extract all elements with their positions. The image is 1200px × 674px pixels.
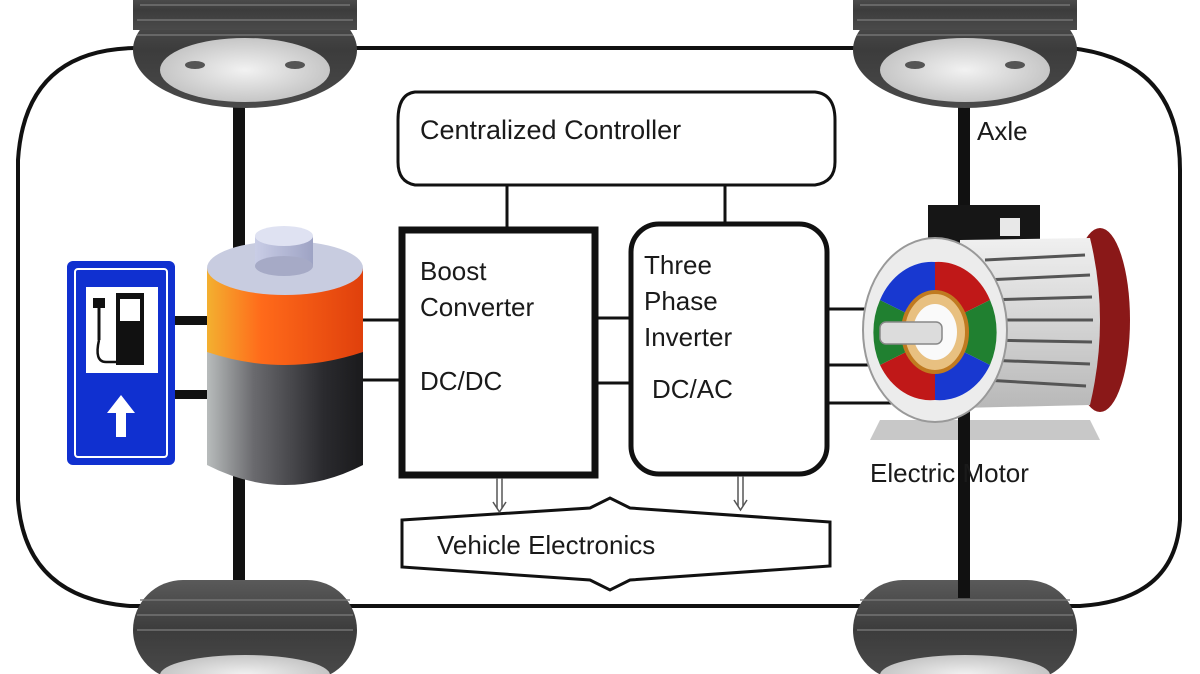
wheel-front-right bbox=[853, 0, 1077, 108]
vehicle-outline bbox=[16, 46, 1182, 608]
charger-to-battery-link-2 bbox=[175, 390, 207, 399]
inverter-label-line1: Three bbox=[644, 250, 712, 280]
charging-station-icon bbox=[67, 261, 175, 465]
motor-shaft bbox=[879, 321, 943, 345]
vehicle-electronics-label: Vehicle Electronics bbox=[437, 530, 655, 560]
wheel-rim bbox=[160, 655, 330, 674]
electric-motor-icon bbox=[862, 205, 1130, 440]
three-phase-inverter-box bbox=[628, 221, 830, 477]
centralized-controller-label: Centralized Controller bbox=[420, 115, 681, 145]
boost-to-electronics-arrow bbox=[492, 478, 507, 514]
boost-converter-box bbox=[398, 226, 599, 479]
vehicle-electronics-box bbox=[400, 496, 832, 592]
right-axle-over-motor bbox=[958, 418, 970, 598]
centralized-controller-box bbox=[396, 90, 837, 187]
inverter-type: DC/AC bbox=[652, 374, 733, 404]
wheel-rim bbox=[880, 655, 1050, 674]
wheel-front-left bbox=[133, 0, 357, 108]
boost-converter-label-line2: Converter bbox=[420, 292, 534, 322]
wheel-rim bbox=[880, 38, 1050, 102]
charger-to-battery-link-1 bbox=[175, 316, 207, 325]
inverter-to-electronics-arrow bbox=[733, 476, 748, 512]
axle-label: Axle bbox=[977, 116, 1028, 146]
boost-converter-label-line1: Boost bbox=[420, 256, 487, 286]
electric-motor-label: Electric Motor bbox=[870, 458, 1029, 488]
battery-icon bbox=[207, 226, 363, 485]
inverter-label-line2: Phase bbox=[644, 286, 718, 316]
arrow-up-icon bbox=[107, 395, 135, 437]
wheel-rear-right bbox=[853, 580, 1077, 674]
plug-icon bbox=[93, 298, 105, 308]
inverter-label-line3: Inverter bbox=[644, 322, 732, 352]
wheel-rear-left bbox=[133, 580, 357, 674]
boost-converter-type: DC/DC bbox=[420, 366, 502, 396]
wheel-rim bbox=[160, 38, 330, 102]
